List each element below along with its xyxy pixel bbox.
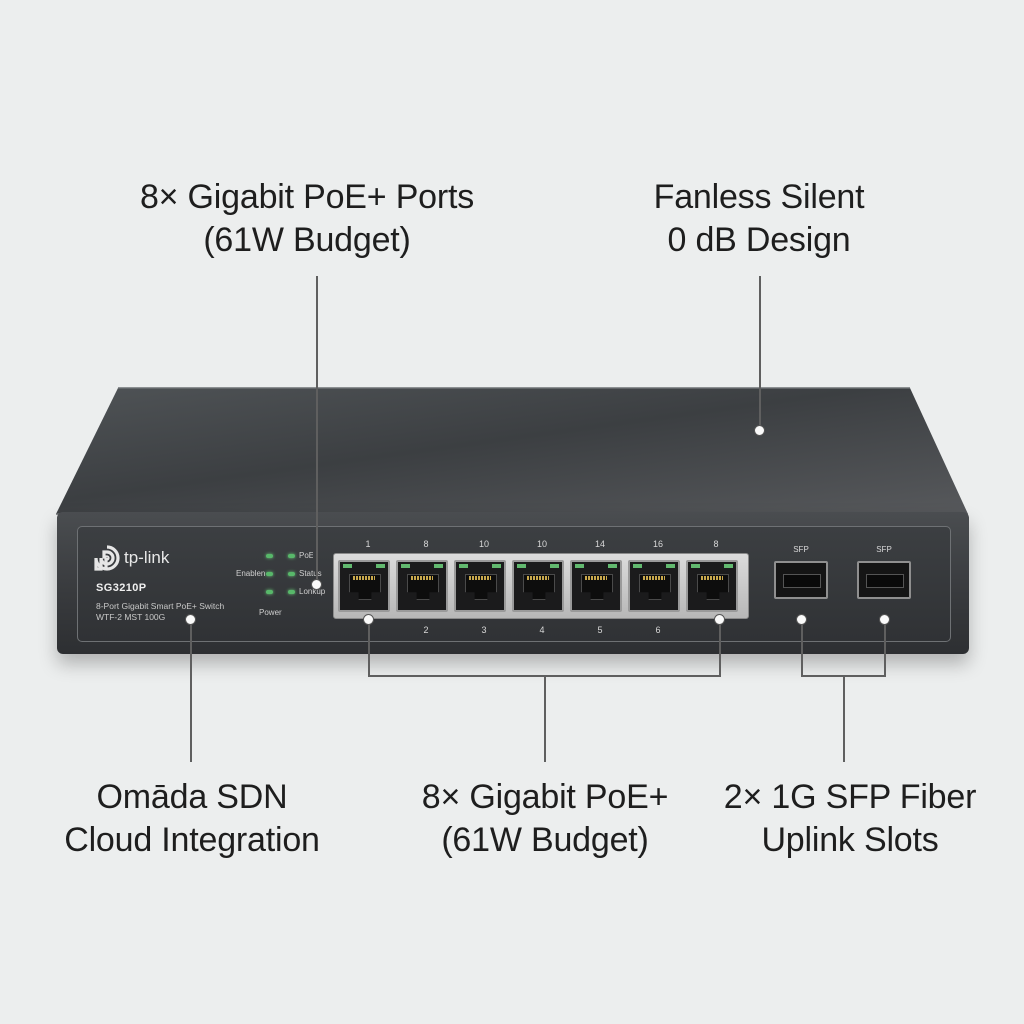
sfp-slot[interactable] [774,561,828,599]
rj45-port[interactable] [396,560,448,612]
rj45-port[interactable] [512,560,564,612]
led-indicator [266,572,273,576]
rj45-port[interactable] [686,560,738,612]
led-indicator [266,590,273,594]
leader-line [190,620,192,762]
port-number: 8 [423,539,429,549]
callout-line: (61W Budget) [441,821,649,859]
callout-sfp: 2× 1G SFP Fiber Uplink Slots [700,776,1000,862]
port-number: 6 [655,625,661,635]
model-subdescription: WTF-2 MST 100G [96,612,166,622]
rj45-port[interactable] [628,560,680,612]
port-number: 4 [539,625,545,635]
sfp-label: SFP [793,545,809,554]
callout-line: Uplink Slots [761,821,939,859]
callout-dot [754,425,765,436]
callout-omada: Omāda SDN Cloud Integration [32,776,352,862]
callout-line: 8× Gigabit PoE+ [421,778,669,816]
brand-logo: tp-link [94,545,169,571]
port-number: 14 [594,539,605,549]
led-label-power: Power [259,608,282,617]
led-indicator [288,590,295,594]
leader-line [801,620,803,676]
led-label-status: Status [299,569,322,578]
port-number: 1 [365,539,371,549]
rj45-port[interactable] [338,560,390,612]
leader-line [544,675,546,762]
port-number: 3 [481,625,487,635]
callout-dot [311,579,322,590]
rj45-port[interactable] [570,560,622,612]
switch-front-panel: tp-link SG3210P 8-Port Gigabit Smart PoE… [57,512,969,654]
led-indicator [288,572,295,576]
callout-dot [796,614,807,625]
callout-line: 0 dB Design [667,221,851,259]
callout-line: Omāda SDN [96,778,288,816]
callout-line: 8× Gigabit PoE+ Ports [139,178,475,216]
led-label-enablen: Enablen [236,569,266,578]
leader-line [759,276,761,428]
port-number: 10 [536,539,547,549]
rj45-port[interactable] [454,560,506,612]
callout-line: (61W Budget) [203,221,411,259]
callout-dot [363,614,374,625]
leader-line [368,620,370,676]
led-label-lonkup: Lonkup [299,587,326,596]
callout-line: Cloud Integration [64,821,320,859]
leader-line [843,675,845,762]
port-number: 10 [478,539,489,549]
port-number: 16 [652,539,663,549]
brand-name: tp-link [124,548,170,567]
callout-line: 2× 1G SFP Fiber [723,778,977,816]
led-label-poe: PoE [299,551,313,560]
model-description: 8-Port Gigabit Smart PoE+ Switch [96,601,225,611]
sfp-slot[interactable] [857,561,911,599]
leader-line [884,620,886,676]
callout-poe-budget: 8× Gigabit PoE+ (61W Budget) [395,776,695,862]
leader-line [316,276,318,584]
front-bezel: tp-link SG3210P 8-Port Gigabit Smart PoE… [77,526,951,642]
sfp-label: SFP [876,545,892,554]
callout-dot [714,614,725,625]
port-number: 5 [597,625,603,635]
led-indicator [266,554,273,558]
leader-line [719,620,721,676]
port-number: 2 [423,625,429,635]
callout-dot [185,614,196,625]
callout-dot [879,614,890,625]
callout-poe-ports: 8× Gigabit PoE+ Ports (61W Budget) [107,176,507,262]
callout-fanless: Fanless Silent 0 dB Design [609,176,909,262]
led-indicator [288,554,295,558]
rj45-port-block [333,553,749,619]
tp-link-logo-icon [94,545,120,571]
port-number: 8 [713,539,719,549]
model-number: SG3210P [96,582,147,594]
callout-line: Fanless Silent [653,178,865,216]
